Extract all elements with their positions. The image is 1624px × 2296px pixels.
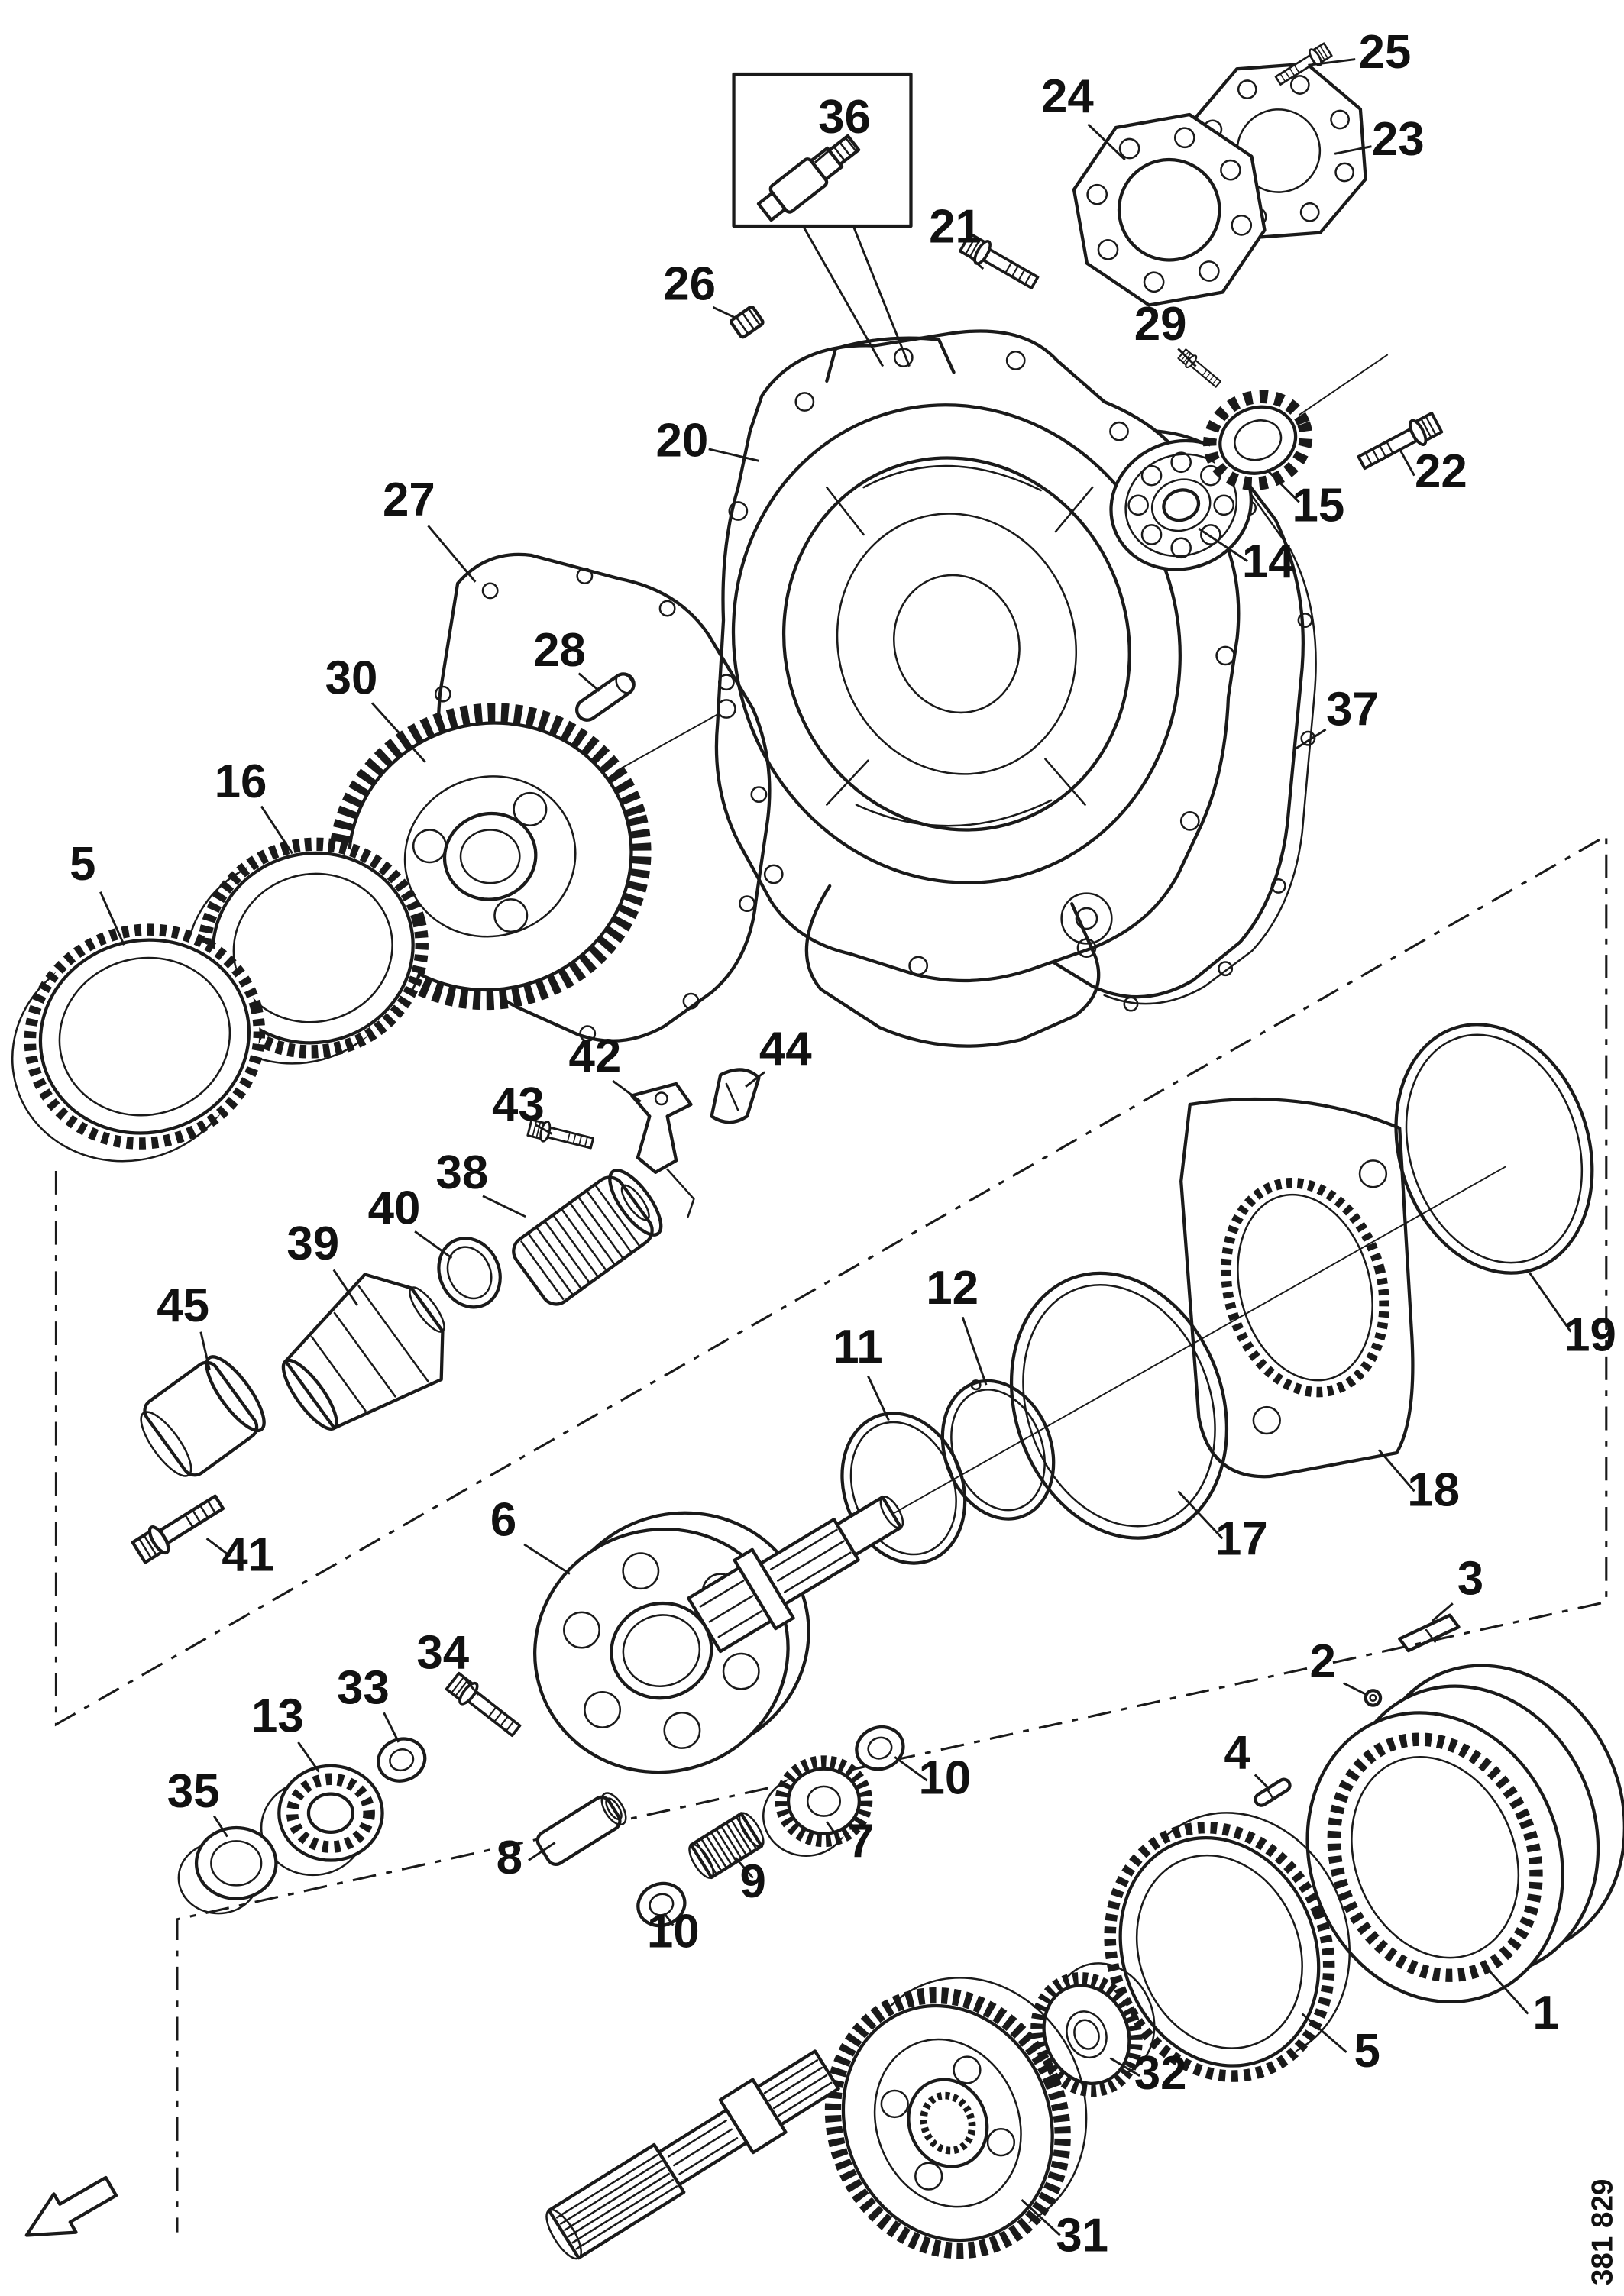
figure-number: 381 829	[1587, 2178, 1619, 2285]
part-31-gear	[824, 1977, 1088, 2259]
callout-33: 33	[337, 1662, 390, 1715]
part-6-carrier	[533, 1495, 904, 1774]
inset-box	[732, 72, 913, 228]
part-3-clip	[1398, 1613, 1461, 1653]
part-33-washer	[372, 1732, 431, 1787]
part-36-sensor	[756, 134, 861, 222]
part-42-bracket	[630, 1082, 695, 1218]
callout-37: 37	[1326, 683, 1379, 736]
part-28-pin	[575, 672, 636, 722]
output-shaft	[545, 2049, 840, 2260]
part-4-pin	[1254, 1777, 1292, 1807]
callout-11: 11	[833, 1321, 882, 1373]
callout-13: 13	[251, 1690, 304, 1742]
callout-23: 23	[1372, 113, 1425, 166]
callout-21: 21	[929, 200, 982, 253]
callout-30: 30	[325, 652, 378, 705]
callout-35: 35	[167, 1765, 220, 1818]
callout-44: 44	[759, 1023, 812, 1075]
part-32-gear	[1030, 1962, 1156, 2097]
callout-5b: 5	[1354, 2025, 1380, 2078]
part-8-pin	[535, 1792, 627, 1866]
callout-42: 42	[568, 1030, 621, 1082]
direction-arrow-icon	[24, 2175, 118, 2237]
part-20-housing	[714, 329, 1305, 1048]
callout-32: 32	[1134, 2047, 1187, 2100]
callout-36: 36	[818, 91, 871, 144]
callout-28: 28	[533, 624, 586, 677]
leader-lines	[99, 58, 1572, 2236]
callout-15: 15	[1292, 480, 1345, 532]
callout-31: 31	[1056, 2210, 1108, 2262]
part-39-cover	[281, 1273, 445, 1431]
callout-8: 8	[497, 1832, 522, 1884]
callout-12: 12	[926, 1262, 979, 1315]
callout-24: 24	[1041, 70, 1094, 123]
part-16-ring	[185, 837, 429, 1065]
part-18-plate	[1179, 1097, 1415, 1479]
callout-14: 14	[1242, 535, 1295, 588]
callout-20: 20	[656, 415, 709, 467]
part-7-gear	[762, 1755, 873, 1857]
callout-22: 22	[1415, 445, 1467, 498]
callout-26: 26	[663, 258, 716, 311]
part-5-ring-right	[1104, 1812, 1351, 2082]
callout-43: 43	[492, 1078, 545, 1131]
callout-6: 6	[490, 1493, 516, 1546]
part-36-inset	[732, 72, 913, 367]
callout-9: 9	[739, 1855, 765, 1908]
callout-45: 45	[157, 1279, 209, 1332]
callout-16: 16	[215, 755, 267, 808]
part-24-gasket	[1072, 112, 1267, 307]
part-1-drum	[1305, 1664, 1624, 2004]
callout-25: 25	[1359, 26, 1412, 79]
part-9-roller-sleeve	[688, 1812, 765, 1880]
part-2-pin	[1364, 1689, 1383, 1707]
callout-2: 2	[1310, 1635, 1336, 1688]
part-12-ring	[940, 1379, 1056, 1521]
part-5-ring-left	[11, 923, 266, 1163]
part-40-o-ring	[437, 1237, 502, 1309]
part-15-lock-nut	[1203, 390, 1313, 490]
callout-4: 4	[1224, 1727, 1250, 1780]
callout-34: 34	[416, 1626, 469, 1679]
part-26-plug	[730, 305, 765, 339]
callout-39: 39	[286, 1218, 339, 1270]
callout-17: 17	[1215, 1512, 1268, 1565]
part-45-cap	[140, 1355, 266, 1477]
callout-7: 7	[848, 1816, 874, 1868]
callout-41: 41	[222, 1529, 274, 1582]
callout-29: 29	[1134, 298, 1187, 351]
callout-10a: 10	[919, 1752, 972, 1805]
part-38-filter	[512, 1169, 663, 1306]
part-17-o-ring	[1009, 1271, 1229, 1540]
callout-3: 3	[1457, 1553, 1483, 1606]
callout-1: 1	[1532, 1987, 1558, 2039]
part-35-bearing-cup	[177, 1825, 278, 1915]
part-44-clip	[710, 1068, 761, 1124]
callout-18: 18	[1407, 1464, 1460, 1517]
callout-5a: 5	[70, 838, 95, 891]
part-13-bearing	[260, 1764, 384, 1877]
part-41-bolt	[131, 1489, 227, 1564]
part-34-bolt	[443, 1670, 526, 1742]
callout-27: 27	[383, 474, 435, 526]
callout-40: 40	[368, 1182, 421, 1235]
callout-19: 19	[1564, 1309, 1616, 1362]
section-boundary-lines	[54, 833, 1608, 2233]
callout-10b: 10	[647, 1906, 700, 1958]
part-19-o-ring	[1394, 1023, 1594, 1275]
callout-38: 38	[436, 1146, 489, 1199]
